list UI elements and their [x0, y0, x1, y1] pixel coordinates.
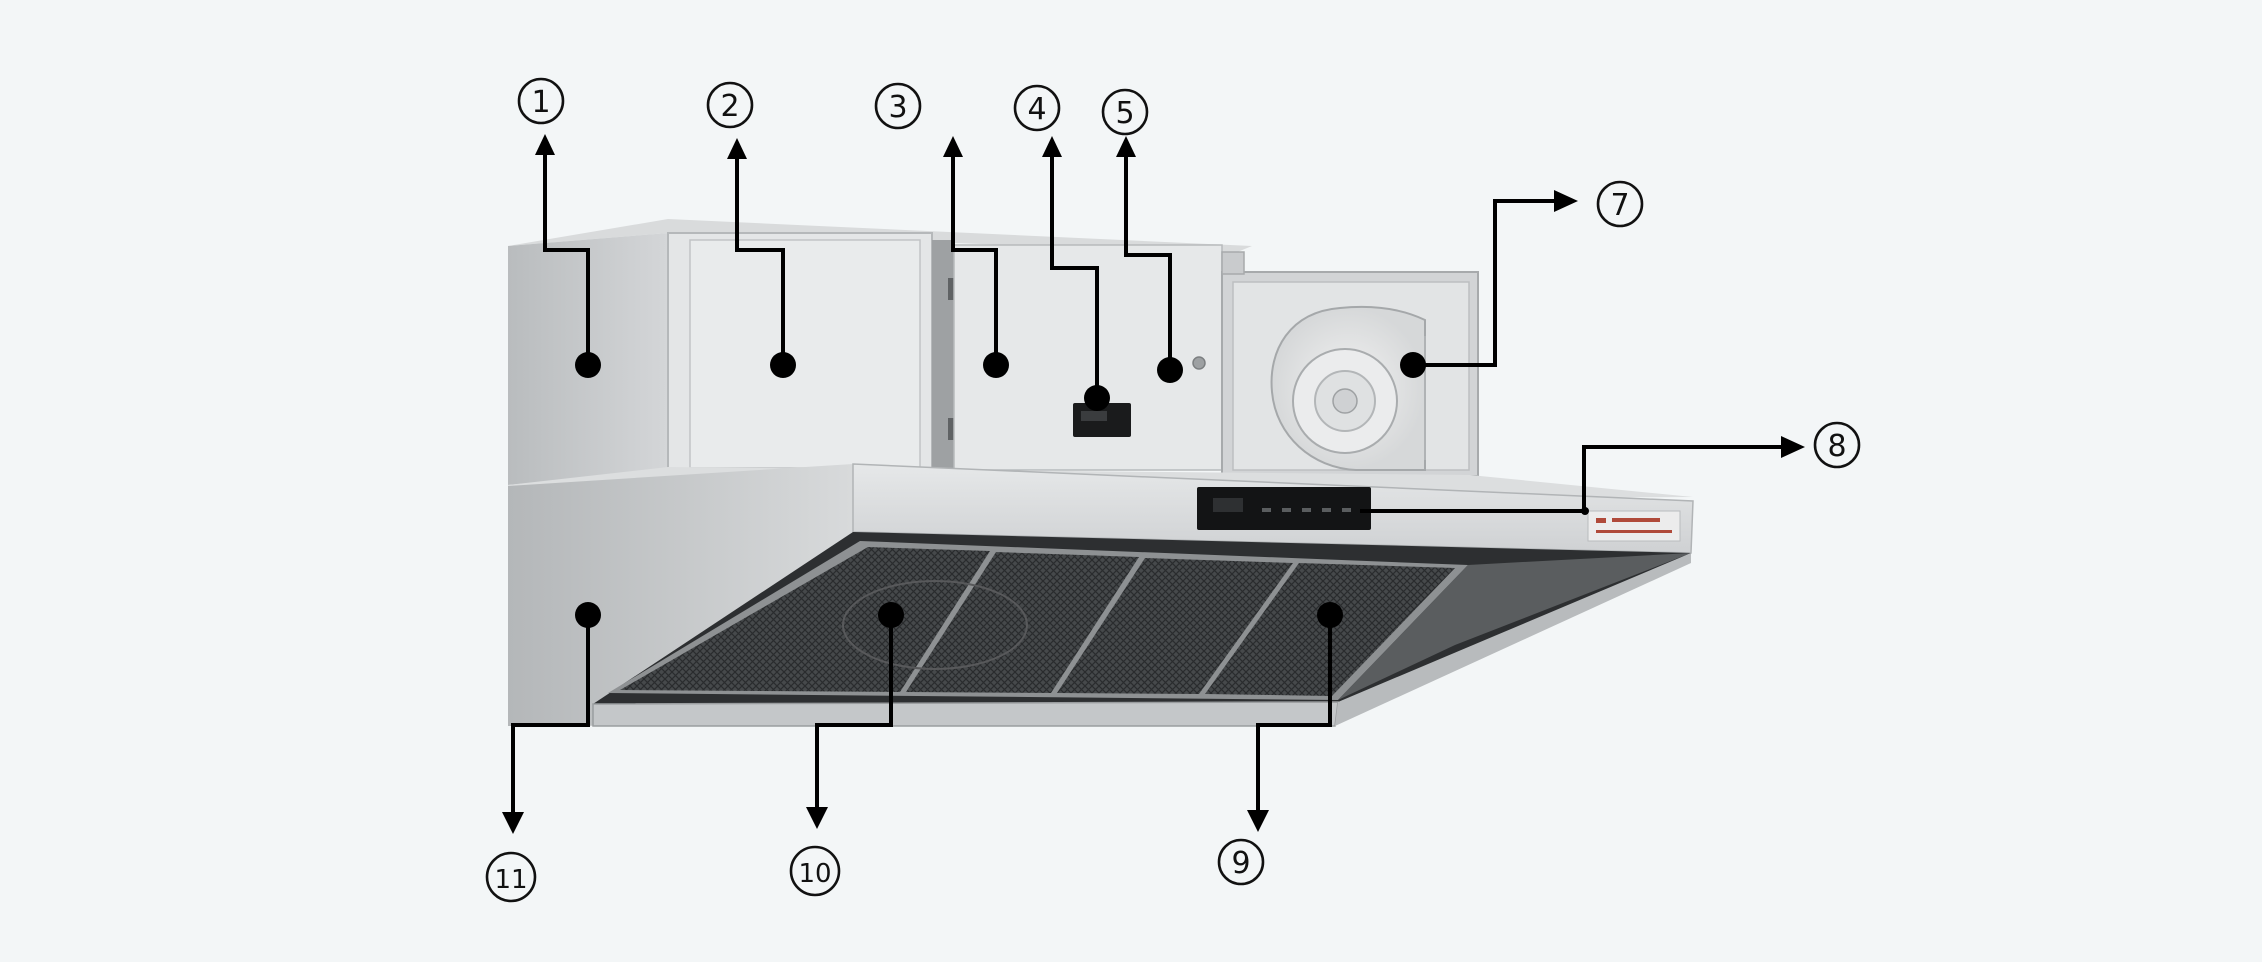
anchor-dot-icon — [878, 602, 904, 628]
anchor-dot-icon — [983, 352, 1009, 378]
callout-5: 5 — [1101, 88, 1149, 136]
callout-10: 10 — [789, 845, 841, 897]
leader-4 — [1050, 150, 1099, 398]
canopy-right-inner-wall — [1338, 553, 1691, 700]
anchor-dot-icon — [575, 352, 601, 378]
arrow-head-icon — [806, 807, 828, 829]
display-window — [1081, 411, 1107, 421]
anchor-dot-icon — [575, 602, 601, 628]
hinge-bottom — [948, 418, 956, 440]
grease-filter-1 — [620, 547, 990, 692]
canopy-bottom-lip — [592, 701, 1339, 727]
leader-5 — [1124, 150, 1172, 365]
arrow-head-icon — [502, 812, 524, 834]
callout-2-label: 2 — [720, 89, 739, 124]
callout-7: 7 — [1596, 180, 1644, 228]
arrow-head-icon — [535, 134, 555, 155]
callout-8-label: 8 — [1827, 429, 1846, 464]
arrow-heads — [502, 134, 1805, 834]
anchor-dots — [575, 352, 1589, 628]
leader-1 — [543, 148, 590, 365]
arrow-head-icon — [727, 138, 747, 159]
callout-1: 1 — [517, 77, 565, 125]
leader-10 — [815, 615, 893, 812]
callout-8: 8 — [1813, 421, 1861, 469]
arrow-head-icon — [943, 136, 963, 157]
leader-2 — [735, 152, 785, 365]
callout-11-label: 11 — [494, 865, 527, 895]
grease-filter-2 — [906, 552, 1139, 693]
leader-8 — [1360, 445, 1787, 513]
anchor-dot-icon — [1317, 602, 1343, 628]
lower-hood — [508, 463, 1694, 727]
leader-lines — [511, 148, 1787, 817]
callout-4: 4 — [1013, 84, 1061, 132]
callout-4-label: 4 — [1027, 92, 1046, 127]
nameplate-marks — [1596, 518, 1672, 533]
callout-10-label: 10 — [798, 859, 831, 889]
anchor-dot-icon — [1157, 357, 1183, 383]
anchor-dot-icon — [1400, 352, 1426, 378]
fan-icon — [1270, 305, 1426, 471]
callout-7-label: 7 — [1610, 188, 1629, 223]
anchor-dot-icon — [1581, 507, 1589, 515]
arrow-head-icon — [1042, 136, 1062, 157]
callout-3-label: 3 — [888, 90, 907, 125]
indicator-light — [1192, 356, 1206, 370]
fan-vent-stub — [1221, 251, 1245, 275]
leader-7 — [1413, 199, 1560, 367]
control-panel-buttons — [1262, 508, 1351, 512]
filter-swirl — [842, 580, 1028, 670]
callout-2: 2 — [706, 81, 754, 129]
callout-1-label: 1 — [531, 85, 550, 120]
control-panel-screen — [1213, 498, 1243, 512]
panel-2-inset — [689, 239, 921, 469]
arrow-head-icon — [1554, 190, 1578, 212]
leader-3 — [951, 150, 998, 365]
callout-9-label: 9 — [1231, 846, 1250, 881]
arrow-head-icon — [1781, 436, 1805, 458]
upper-cabinet — [508, 219, 1479, 485]
callout-9: 9 — [1217, 838, 1265, 886]
leader-9 — [1256, 615, 1332, 815]
anchor-dot-icon — [770, 352, 796, 378]
callout-3: 3 — [874, 82, 922, 130]
callout-5-label: 5 — [1115, 96, 1134, 131]
anchor-dot-icon — [1084, 385, 1110, 411]
canopy-right-lip — [1335, 553, 1691, 726]
leader-11 — [511, 615, 590, 817]
arrow-head-icon — [1247, 810, 1269, 832]
callout-11: 11 — [485, 851, 537, 903]
arrow-head-icon — [1116, 136, 1136, 157]
grease-filter-3 — [1057, 558, 1293, 694]
hinge-top — [948, 278, 956, 300]
nameplate — [1587, 510, 1681, 542]
